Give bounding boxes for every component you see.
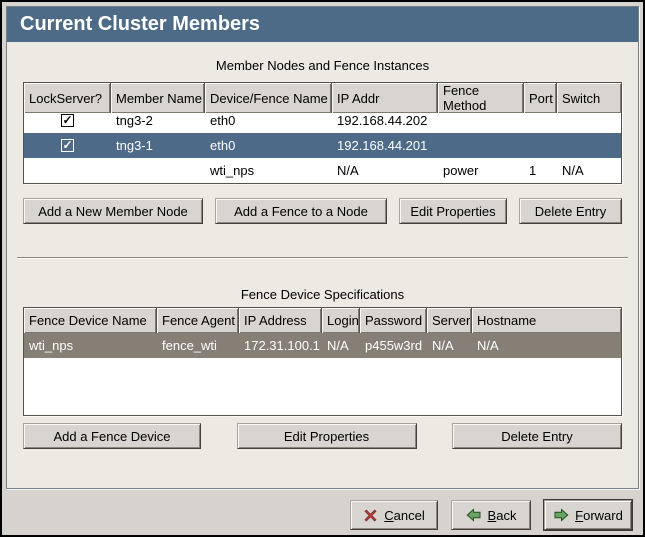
dialog-header: Current Cluster Members bbox=[7, 7, 638, 42]
member-table-actions: Add a New Member Node Add a Fence to a N… bbox=[23, 198, 622, 224]
add-fence-to-node-button[interactable]: Add a Fence to a Node bbox=[215, 198, 387, 224]
table-row[interactable]: tng3-1 eth0 192.168.44.201 bbox=[24, 133, 621, 158]
member-table-caption: Member Nodes and Fence Instances bbox=[215, 58, 430, 73]
delete-fence-entry-button[interactable]: Delete Entry bbox=[452, 423, 622, 449]
port-cell bbox=[524, 133, 557, 158]
ip-address-cell: 172.31.100.1 bbox=[244, 338, 320, 353]
ip-addr-cell: 192.168.44.202 bbox=[337, 113, 428, 128]
table-row[interactable]: wti_nps fence_wti 172.31.100.1 N/A p455w… bbox=[24, 333, 621, 358]
column-header-fence-agent[interactable]: Fence Agent bbox=[157, 308, 239, 333]
fence-table-caption: Fence Device Specifications bbox=[240, 287, 405, 302]
port-cell: 1 bbox=[529, 163, 537, 178]
hostname-cell: N/A bbox=[477, 338, 499, 353]
table-row[interactable]: wti_nps N/A power 1 N/A bbox=[24, 158, 621, 183]
column-header-login[interactable]: Login bbox=[322, 308, 360, 333]
lockserver-checkbox[interactable] bbox=[61, 139, 74, 152]
cancel-button[interactable]: Cancel bbox=[350, 500, 438, 530]
fence-device-name-cell: wti_nps bbox=[29, 338, 74, 353]
fence-table-empty-area bbox=[24, 358, 621, 415]
fence-method-cell: power bbox=[443, 163, 479, 178]
column-header-fence-method[interactable]: Fence Method bbox=[438, 83, 524, 113]
member-nodes-table: LockServer? Member Name Device/Fence Nam… bbox=[23, 82, 622, 184]
password-cell: p455w3rd bbox=[365, 338, 423, 353]
ip-addr-cell: 192.168.44.201 bbox=[337, 138, 428, 153]
ip-addr-cell: N/A bbox=[337, 163, 359, 178]
add-fence-device-button[interactable]: Add a Fence Device bbox=[23, 423, 201, 449]
switch-cell bbox=[557, 108, 621, 133]
column-header-ip-addr[interactable]: IP Addr bbox=[332, 83, 438, 113]
delete-member-entry-button[interactable]: Delete Entry bbox=[519, 198, 622, 224]
lockserver-checkbox[interactable] bbox=[61, 114, 74, 127]
fence-agent-cell: fence_wti bbox=[162, 338, 217, 353]
fence-table-header-row: Fence Device Name Fence Agent IP Address… bbox=[24, 308, 621, 333]
column-header-port[interactable]: Port bbox=[524, 83, 557, 113]
lockserver-cell bbox=[24, 108, 111, 133]
edit-fence-properties-button[interactable]: Edit Properties bbox=[236, 423, 417, 449]
fence-devices-table: Fence Device Name Fence Agent IP Address… bbox=[23, 307, 622, 416]
device-fence-name-cell: eth0 bbox=[210, 138, 236, 153]
member-name-cell bbox=[111, 158, 205, 183]
forward-label: Forward bbox=[575, 507, 623, 523]
cancel-x-icon bbox=[363, 508, 378, 523]
back-button[interactable]: Back bbox=[451, 500, 531, 530]
member-name-cell: tng3-2 bbox=[116, 113, 153, 128]
fence-method-cell bbox=[438, 108, 524, 133]
server-cell: N/A bbox=[432, 338, 454, 353]
fence-method-cell bbox=[438, 133, 524, 158]
column-header-switch[interactable]: Switch bbox=[557, 83, 621, 113]
switch-cell bbox=[557, 133, 621, 158]
column-header-device-fence-name[interactable]: Device/Fence Name bbox=[205, 83, 332, 113]
column-header-ip-address[interactable]: IP Address bbox=[239, 308, 322, 333]
section-separator bbox=[17, 257, 628, 259]
column-header-fence-device-name[interactable]: Fence Device Name bbox=[24, 308, 157, 333]
add-member-node-button[interactable]: Add a New Member Node bbox=[23, 198, 203, 224]
dialog-footer: Cancel Back Forward bbox=[6, 492, 639, 535]
content-area: Member Nodes and Fence Instances LockSer… bbox=[7, 58, 638, 449]
column-header-server[interactable]: Server bbox=[427, 308, 472, 333]
column-header-lockserver[interactable]: LockServer? bbox=[24, 83, 111, 113]
forward-arrow-icon bbox=[553, 507, 569, 523]
column-header-password[interactable]: Password bbox=[360, 308, 427, 333]
login-cell: N/A bbox=[327, 338, 349, 353]
lockserver-cell bbox=[24, 133, 111, 158]
edit-member-properties-button[interactable]: Edit Properties bbox=[399, 198, 507, 224]
cancel-label: Cancel bbox=[384, 507, 425, 523]
device-fence-name-cell: eth0 bbox=[210, 113, 236, 128]
port-cell bbox=[524, 108, 557, 133]
column-header-member-name[interactable]: Member Name bbox=[111, 83, 205, 113]
device-fence-name-cell: wti_nps bbox=[210, 163, 255, 178]
back-label: Back bbox=[487, 507, 517, 523]
member-name-cell: tng3-1 bbox=[116, 138, 153, 153]
page-title: Current Cluster Members bbox=[20, 13, 261, 35]
table-row[interactable]: tng3-2 eth0 192.168.44.202 bbox=[24, 108, 621, 133]
main-panel: Current Cluster Members Member Nodes and… bbox=[6, 6, 639, 489]
column-header-hostname[interactable]: Hostname bbox=[472, 308, 621, 333]
back-arrow-icon bbox=[466, 507, 482, 523]
forward-button[interactable]: Forward bbox=[544, 500, 632, 530]
fence-table-actions: Add a Fence Device Edit Properties Delet… bbox=[23, 423, 622, 449]
switch-cell: N/A bbox=[562, 163, 584, 178]
member-table-header-row: LockServer? Member Name Device/Fence Nam… bbox=[24, 83, 621, 113]
lockserver-cell bbox=[24, 158, 111, 183]
